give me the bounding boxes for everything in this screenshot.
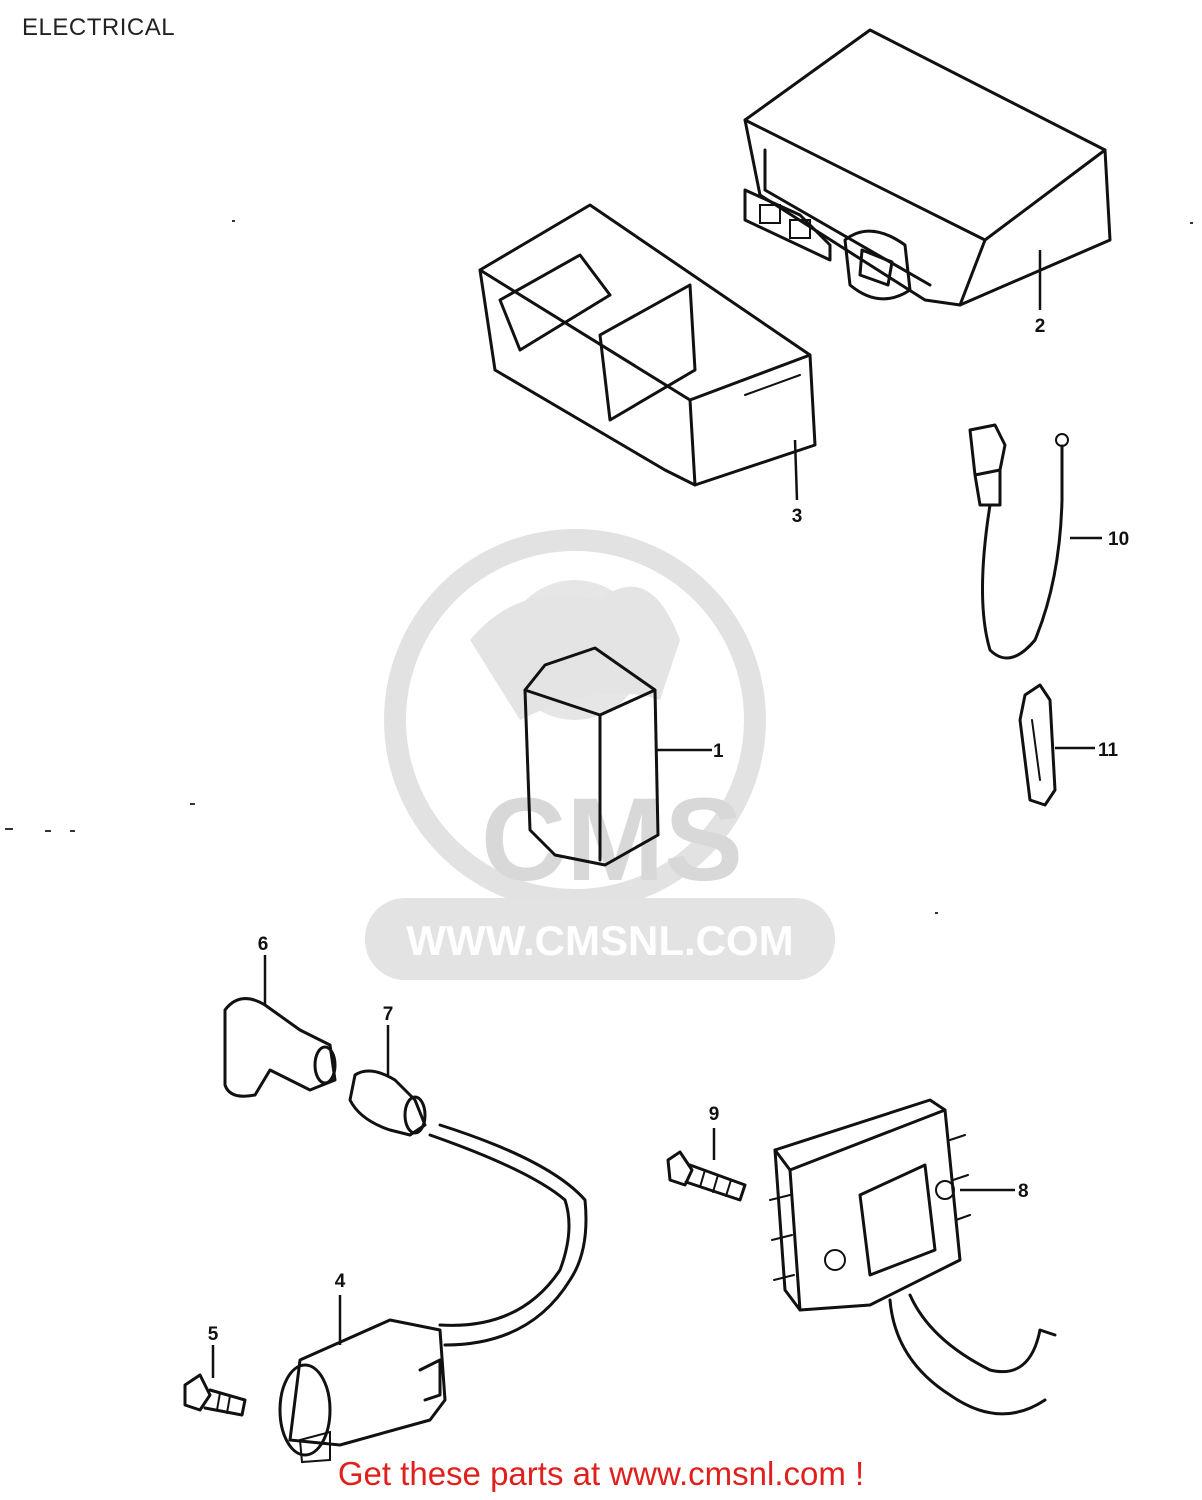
callout-labels: 2 3 10 11 1 6 7 9 8 4 5 [208,316,1129,1345]
watermark: CMS WWW.CMSNL.COM [365,529,835,980]
callout-3: 3 [792,506,803,527]
callout-11: 11 [1098,740,1119,761]
part-10-lead-wire [968,423,1069,660]
callout-7: 7 [383,1004,394,1025]
part-7-noise-suppressor [348,1069,427,1137]
callout-1: 1 [713,741,724,762]
footer-link[interactable]: Get these parts at www.cmsnl.com ! [337,1455,865,1492]
scan-specks [5,220,1193,914]
callout-2: 2 [1035,316,1046,337]
part-4-ignition-coil [278,1123,588,1464]
part-8-regulator-rectifier [769,1098,1057,1416]
page-title: ELECTRICAL [22,14,176,41]
part-3-ecu-cover [478,203,817,487]
callout-8: 8 [1018,1181,1029,1202]
watermark-url: WWW.CMSNL.COM [406,917,793,964]
callout-9: 9 [709,1104,720,1125]
part-1-relay-cover [523,646,660,867]
callout-4: 4 [335,1271,346,1292]
callout-6: 6 [258,934,269,955]
part-6-spark-plug-cap [223,997,337,1098]
part-5-screw [183,1373,247,1417]
callout-5: 5 [208,1324,219,1345]
watermark-logo: CMS [481,774,743,906]
part-11-clamp [1018,683,1057,807]
part-2-ignitor-unit [743,28,1112,307]
callout-10: 10 [1108,529,1129,550]
part-9-bolt [666,1150,747,1202]
